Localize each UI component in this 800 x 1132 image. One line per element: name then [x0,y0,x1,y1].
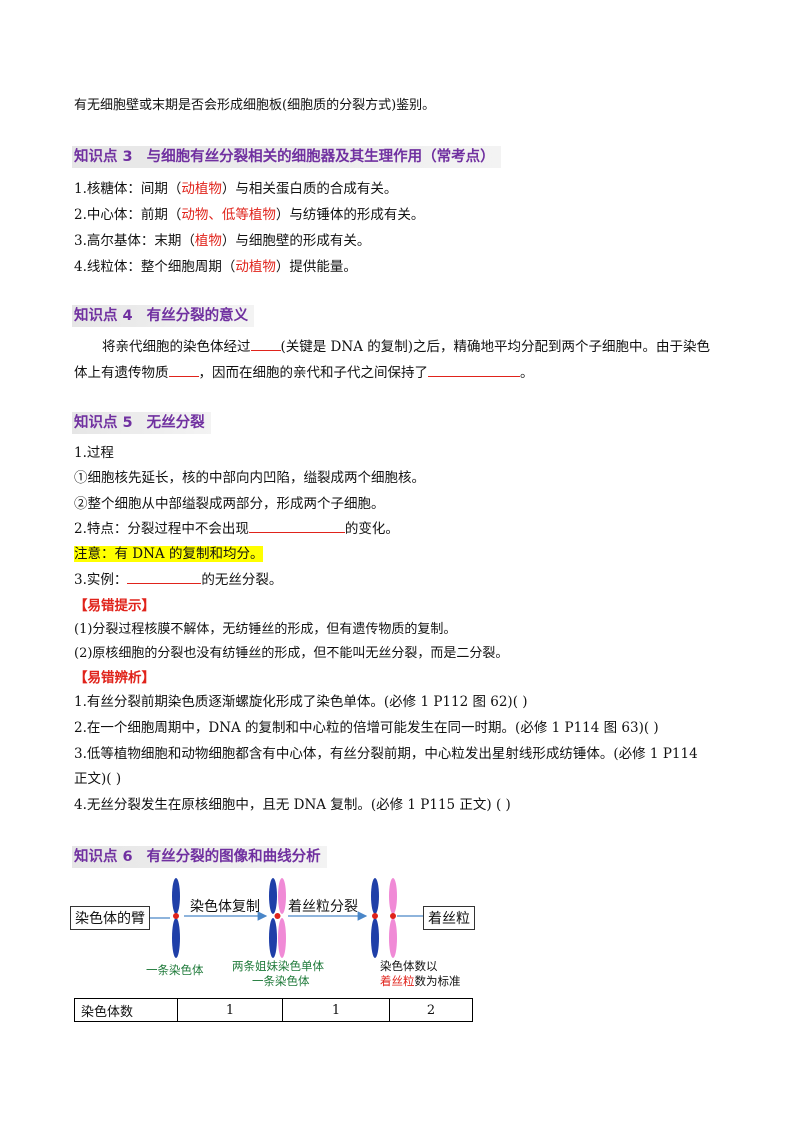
chromatid-blue [269,918,277,958]
label-replication: 染色体复制 [190,899,260,915]
table-cell: 1 [177,998,283,1022]
chromatid-blue [371,878,379,914]
blank-fill[interactable] [127,570,202,584]
chromosome-count-table: 染色体数 1 1 2 [74,998,473,1022]
kp3-item-4: 4.线粒体：整个细胞周期（动植物）提供能量。 [74,259,357,275]
kp5-example: 3.实例：的无丝分裂。 [74,570,283,588]
kp5-title: 无丝分裂 [146,415,205,431]
section-heading-kp3: 知识点 3 与细胞有丝分裂相关的细胞器及其生理作用（常考点） [72,146,501,168]
judge-item-3-line-2: 正文)( ) [74,771,122,787]
kp5-process-title: 1.过程 [74,445,114,461]
caption-one-chromosome: 一条染色体 [146,963,204,977]
tip-item-1: (1)分裂过程核膜不解体，无纺锤丝的形成，但有遗传物质的复制。 [74,622,457,637]
kp4-para-line-1: 将亲代细胞的染色体经过(关键是 DNA 的复制)之后，精确地平均分配到两个子细胞… [102,337,711,355]
kp6-title: 有丝分裂的图像和曲线分析 [146,849,321,865]
chromosome-diagram: 染色体的臂 染色体复制 着丝粒分裂 着丝粒 一条染色体 两条姐妹染色单体 一条染… [66,872,486,997]
chromatid-blue [172,918,180,958]
section-heading-kp4: 知识点 4 有丝分裂的意义 [72,305,255,327]
chromatid-blue [172,878,180,914]
kp5-number: 知识点 5 [74,415,133,431]
caption-one-chromosome-2: 一条染色体 [252,974,310,988]
table-row: 染色体数 1 1 2 [74,998,473,1022]
kp5-process-step-1: ①细胞核先延长，核的中部向内凹陷，缢裂成两个细胞核。 [74,470,425,486]
kp6-number: 知识点 6 [74,849,133,865]
chromatid-pink [278,878,286,914]
blank-fill[interactable] [250,337,281,351]
blank-fill[interactable] [428,363,520,377]
chromosome-diagram-svg [146,878,423,958]
kp4-para-line-2: 体上有遗传物质，因而在细胞的亲代和子代之间保持了。 [74,363,534,381]
kp3-item-3: 3.高尔基体：末期（植物）与细胞壁的形成有关。 [74,233,371,249]
centromere-dot [173,913,179,919]
table-cell: 1 [282,998,390,1022]
kp4-title: 有丝分裂的意义 [146,308,249,324]
chromatid-blue [269,878,277,914]
section-heading-kp5: 知识点 5 无丝分裂 [72,412,211,434]
blank-fill[interactable] [248,519,345,533]
caption-sister-chromatids: 两条姐妹染色单体 [232,959,324,973]
chromatid-blue [371,918,379,958]
chromatid-pink [278,918,286,958]
judge-title: 【易错辨析】 [74,670,155,686]
kp4-number: 知识点 4 [74,308,133,324]
label-chromosome-arm: 染色体的臂 [70,906,150,930]
judge-item-1: 1.有丝分裂前期染色质逐渐螺旋化形成了染色单体。(必修 1 P112 图 62)… [74,694,528,710]
chromatid-pink [389,918,397,958]
centromere-dot [274,913,281,919]
judge-item-3-line-1: 3.低等植物细胞和动物细胞都含有中心体，有丝分裂前期，中心粒发出星射线形成纺锤体… [74,746,698,762]
table-header-cell: 染色体数 [74,998,178,1022]
centromere-dot [390,913,396,919]
caption-count-rule-1: 染色体数以 [380,959,438,973]
caption-count-rule-2: 着丝粒数为标准 [380,974,461,988]
label-centromere-split: 着丝粒分裂 [288,899,358,915]
section-heading-kp6: 知识点 6 有丝分裂的图像和曲线分析 [72,846,327,868]
kp5-process-step-2: ②整个细胞从中部缢裂成两部分，形成两个子细胞。 [74,496,385,512]
tip-item-2: (2)原核细胞的分裂也没有纺锤丝的形成，但不能叫无丝分裂，而是二分裂。 [74,646,509,661]
judge-item-2: 2.在一个细胞周期中，DNA 的复制和中心粒的倍增可能发生在同一时期。(必修 1… [74,720,659,736]
kp3-number: 知识点 3 [74,149,133,165]
kp3-title: 与细胞有丝分裂相关的细胞器及其生理作用（常考点） [146,149,495,165]
intro-line: 有无细胞壁或末期是否会形成细胞板(细胞质的分裂方式)鉴别。 [74,98,436,113]
kp3-item-1: 1.核糖体：间期（动植物）与相关蛋白质的合成有关。 [74,181,398,197]
centromere-dot [372,913,378,919]
table-cell: 2 [389,998,473,1022]
tip-title: 【易错提示】 [74,598,155,614]
kp3-item-2: 2.中心体：前期（动物、低等植物）与纺锤体的形成有关。 [74,207,425,223]
judge-item-4: 4.无丝分裂发生在原核细胞中，且无 DNA 复制。(必修 1 P115 正文) … [74,797,511,813]
blank-fill[interactable] [168,363,199,377]
chromatid-pink [389,878,397,914]
label-centromere: 着丝粒 [423,906,475,930]
kp5-note: 注意：有 DNA 的复制和均分。 [74,546,264,562]
kp5-feature: 2.特点：分裂过程中不会出现的变化。 [74,519,399,537]
